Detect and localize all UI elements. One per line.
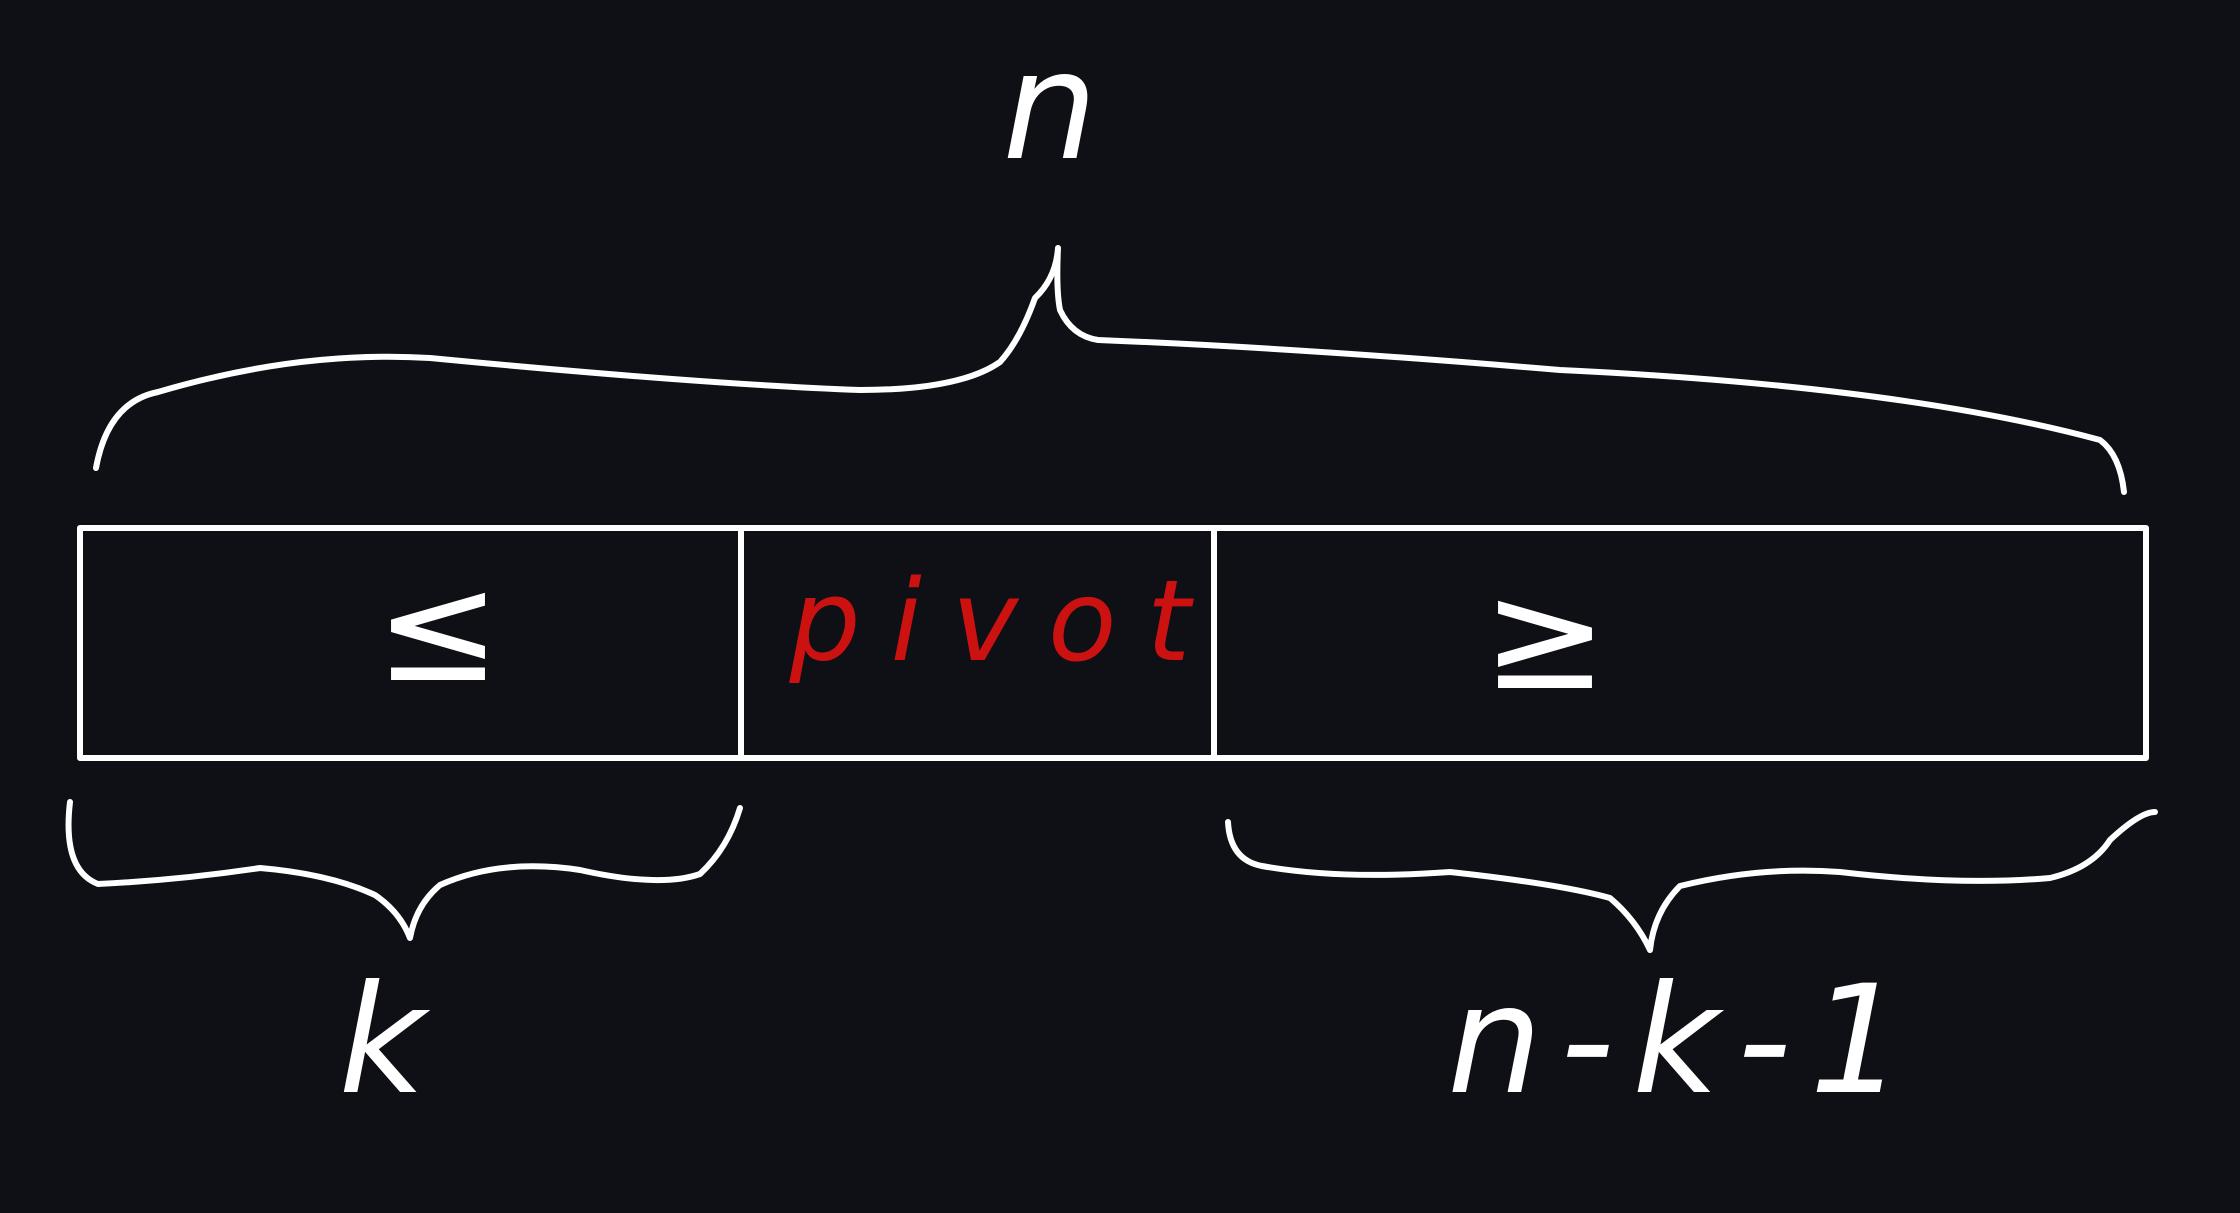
pivot-label: pivot [789,557,1221,687]
bottom-brace-left [65,799,743,941]
greater-equal-symbol: ≥ [1482,550,1608,724]
bottom-brace-right-label: n-k-1 [1447,954,1923,1128]
bottom-brace-left-label: k [339,954,431,1128]
bottom-brace-right [1225,809,2158,953]
top-brace-label: n [1002,20,1097,194]
less-equal-symbol: ≤ [375,542,501,716]
array-outline [77,525,2149,761]
top-brace [93,245,2127,495]
